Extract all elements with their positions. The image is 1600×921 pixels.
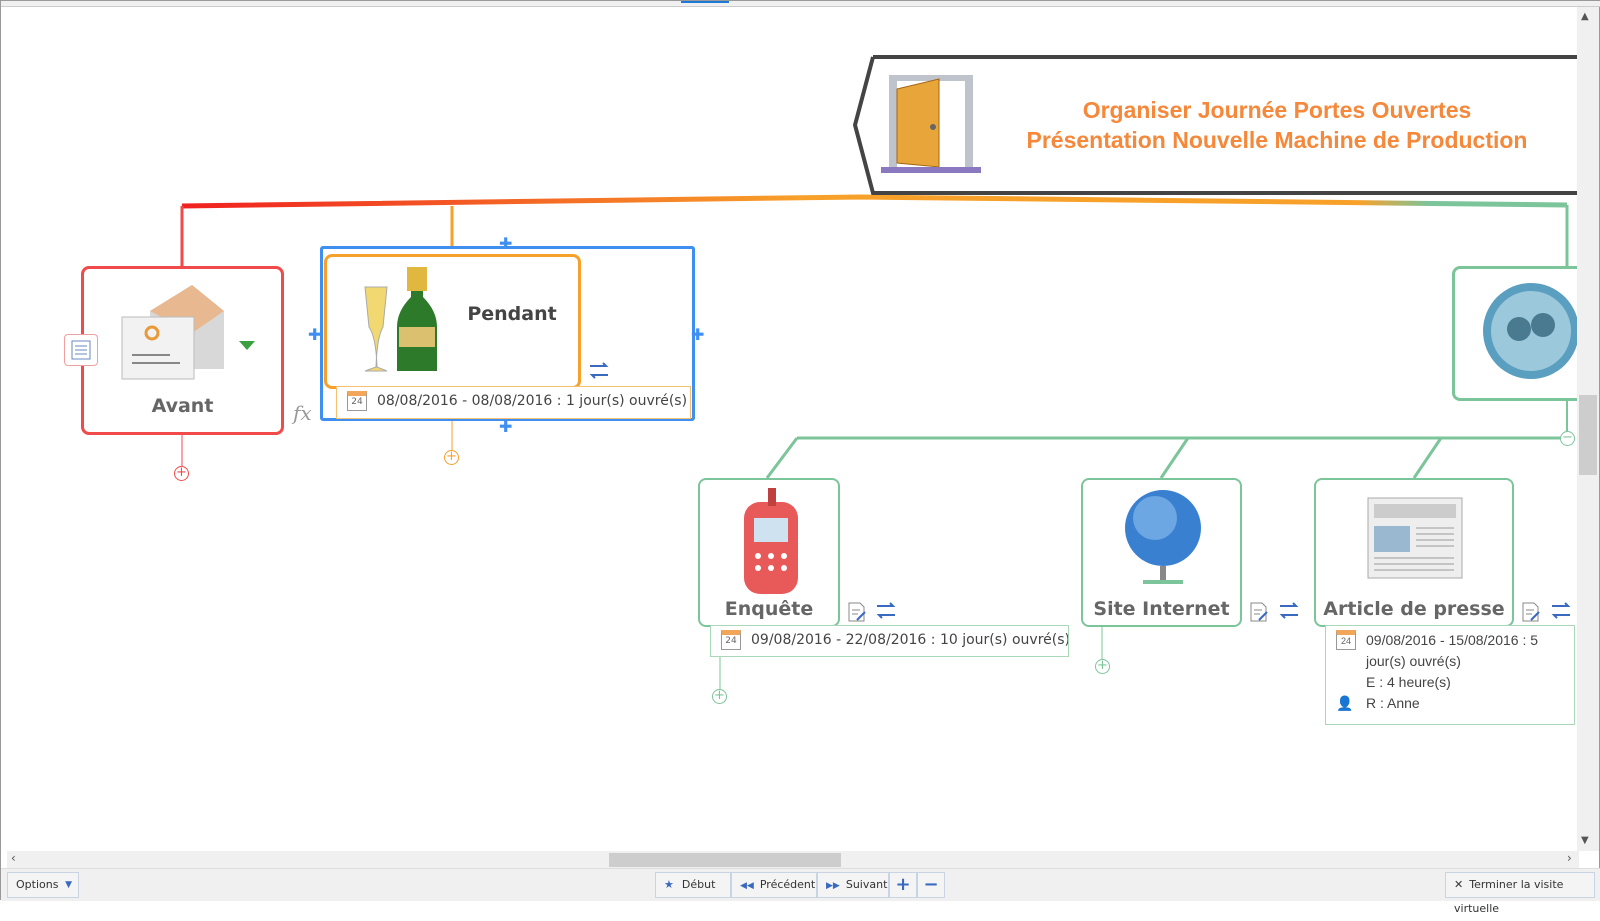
options-dropdown[interactable]: Options▼ [7,872,79,898]
debut-button[interactable]: ★Début [655,872,731,898]
connectors [180,194,1569,689]
relationship-icon[interactable] [1549,601,1573,621]
relationship-icon[interactable] [587,361,611,381]
resize-handle-right[interactable]: ✚ [691,325,705,344]
topic-label: Site Internet [1093,598,1230,620]
expand-pendant-button[interactable]: + [444,450,459,465]
star-icon: ★ [664,878,674,891]
topic-article-presse[interactable]: Article de presse [1314,478,1514,627]
topic-label: Article de presse [1323,598,1505,620]
champagne-icon [364,267,437,372]
resize-handle-left[interactable]: ✚ [308,325,322,344]
topic-label: Avant [151,395,214,417]
note-icon[interactable] [1521,601,1541,623]
calendar-icon: 24 [721,630,741,650]
horizontal-scroll-thumb[interactable] [609,853,841,867]
topic-right-partial[interactable] [1452,266,1592,401]
top-bar [1,1,1600,7]
zoom-in-button[interactable]: + [889,872,917,898]
invitation-envelope-icon [121,285,224,380]
mobile-phone-icon [744,488,798,594]
resize-handle-bottom[interactable]: ✚ [499,417,513,436]
resource-text: R : Anne [1366,695,1420,711]
selection-frame [320,246,695,421]
rewind-icon: ◀◀ [740,881,754,891]
expand-avant-button[interactable]: + [174,466,189,481]
calendar-icon: 24 [347,391,367,411]
calendar-icon: 24 [1336,630,1356,650]
precedent-button[interactable]: ◀◀Précédent [731,872,817,898]
dropdown-arrow-icon[interactable] [239,341,255,351]
vertical-scrollbar[interactable]: ▲ ▼ [1577,7,1599,851]
expand-enquete-button[interactable]: + [712,689,727,704]
close-icon: ✕ [1454,878,1464,891]
effort-text: E : 4 heure(s) [1366,674,1451,690]
main-branch-line [181,194,1568,209]
terminer-visite-button[interactable]: ✕Terminer la visite virtuelle [1445,872,1595,915]
note-icon[interactable] [1249,601,1269,623]
formula-icon[interactable]: fx [293,401,312,425]
zoom-out-button[interactable]: − [917,872,945,898]
globe-icon [1125,490,1201,584]
people-icon [1483,283,1579,379]
forward-icon: ▶▶ [826,881,840,891]
bottom-toolbar: Options▼ ★Début ◀◀Précédent ▶▶Suivant + … [1,868,1600,915]
collapse-button[interactable]: − [1560,431,1575,446]
relationship-icon[interactable] [874,601,898,621]
resize-handle-top[interactable]: ✚ [499,234,513,253]
person-icon: 👤 [1336,695,1354,711]
notes-list-icon[interactable] [64,334,98,366]
note-icon[interactable] [847,601,867,623]
topic-label: Pendant [467,303,557,325]
vertical-scroll-thumb[interactable] [1579,395,1597,475]
newspaper-icon [1367,497,1463,579]
topic-label: Enquête [724,598,814,620]
horizontal-scrollbar[interactable]: ‹ › [7,851,1579,868]
expand-site-button[interactable]: + [1095,659,1110,674]
relationship-icon[interactable] [1277,601,1301,621]
door-icon [881,75,981,173]
top-indicator [681,1,729,3]
topic-pendant[interactable]: Pendant [324,254,581,389]
suivant-button[interactable]: ▶▶Suivant [817,872,889,898]
topic-avant[interactable]: Avant [81,266,284,435]
topic-enquete[interactable]: Enquête [698,478,840,627]
topic-site-internet[interactable]: Site Internet [1081,478,1242,627]
